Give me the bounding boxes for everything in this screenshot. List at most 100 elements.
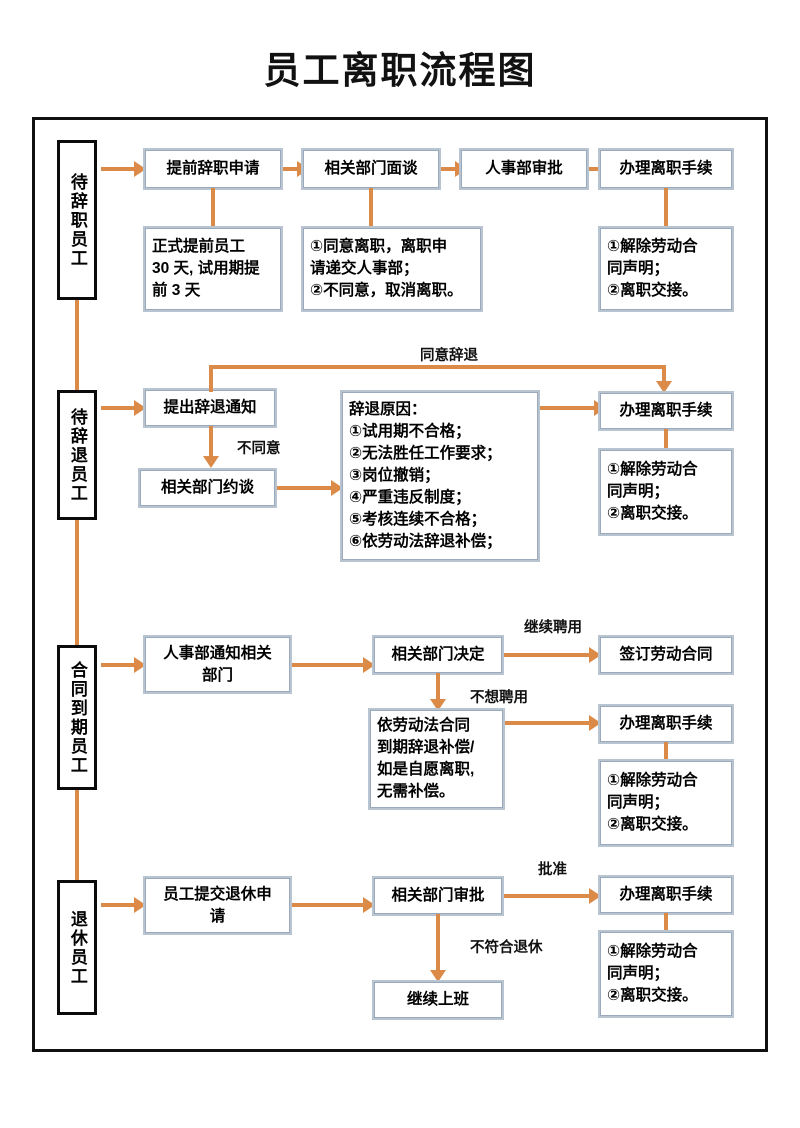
detail-offboarding-tasks-contract: ①解除劳动合 同声明； ②离职交接。 [600, 761, 732, 845]
detail-dismiss-reasons-text: 辞退原因： ①试用期不合格； ②无法胜任工作要求； ③岗位撤销； ④严重违反制度… [349, 401, 502, 550]
connector-contract-to-notify [101, 663, 137, 667]
detail-offboarding-tasks-dismiss: ①解除劳动合 同声明； ②离职交接。 [600, 450, 732, 534]
step-offboarding-contract[interactable]: 办理离职手续 [600, 706, 732, 742]
step-keep-working[interactable]: 继续上班 [374, 982, 502, 1018]
connector-disagree-down [209, 426, 213, 458]
edge-label-approved: 批准 [538, 862, 567, 878]
connector-dismiss-to-notice [101, 406, 137, 410]
connector-offboarding-to-detail-dismiss [664, 429, 668, 451]
connector-offboarding-to-detail-retire [664, 913, 668, 933]
arrowhead-agree-dismiss [656, 381, 672, 393]
step-hr-approval[interactable]: 人事部审批 [461, 150, 587, 188]
detail-offboarding-tasks-dismiss-text: ①解除劳动合 同声明； ②离职交接。 [607, 461, 698, 522]
connector-interview-to-hr [441, 167, 459, 171]
connector-agree-up [209, 365, 213, 392]
connector-retire-to-apply [101, 903, 137, 907]
detail-offboarding-tasks-retire: ①解除劳动合 同声明； ②离职交接。 [600, 932, 732, 1016]
detail-interview-result: ①同意离职，离职申 请递交人事部； ②不同意，取消离职。 [303, 228, 481, 310]
arrowhead-retire-to-apply [134, 897, 146, 913]
arrowhead-continue-hire [589, 647, 601, 663]
arrowhead-resign-to-apply [134, 161, 146, 177]
category-label-contract-expiry: 合同到期员工 [57, 645, 97, 790]
category-label-text: 合同到期员工 [67, 660, 87, 775]
step-offboarding-resign[interactable]: 办理离职手续 [600, 150, 732, 188]
step-hr-notify-label: 人事部通知相关 部门 [163, 644, 272, 684]
connector-reasons-to-offboarding [540, 406, 600, 410]
connector-agree-down [662, 365, 666, 385]
detail-compensation-text: 依劳动法合同 到期辞退补偿/ 如是自愿离职, 无需补偿。 [377, 717, 475, 800]
page-title: 员工离职流程图 [263, 50, 537, 91]
category-label-dismiss: 待辞退员工 [57, 390, 97, 520]
step-dismiss-notice[interactable]: 提出辞退通知 [145, 390, 275, 426]
detail-notice-period: 正式提前员工 30 天, 试用期提 前 3 天 [145, 228, 281, 310]
step-offboarding-retire[interactable]: 办理离职手续 [600, 877, 732, 913]
step-interview[interactable]: 相关部门面谈 [303, 150, 439, 188]
connector-resign-to-apply [101, 167, 137, 171]
step-apply-label: 提前辞职申请 [166, 160, 260, 177]
arrowhead-compensation-to-offboarding [589, 715, 601, 731]
detail-offboarding-tasks-contract-text: ①解除劳动合 同声明； ②离职交接。 [607, 772, 698, 833]
step-sign-contract[interactable]: 签订劳动合同 [600, 637, 732, 673]
detail-offboarding-tasks-resign: ①解除劳动合 同声明； ②离职交接。 [600, 228, 732, 310]
detail-offboarding-tasks-retire-text: ①解除劳动合 同声明； ②离职交接。 [607, 943, 698, 1004]
connector-compensation-to-offboarding [505, 721, 595, 725]
connector-notify-to-decision [292, 663, 368, 667]
arrowhead-contract-to-notify [134, 657, 146, 673]
edge-label-no-hire: 不想聘用 [470, 690, 528, 706]
detail-compensation: 依劳动法合同 到期辞退补偿/ 如是自愿离职, 无需补偿。 [370, 710, 503, 808]
connector-continue-hire [504, 653, 594, 657]
arrowhead-notify-to-decision [363, 657, 375, 673]
spine-segment-3 [75, 790, 79, 880]
connector-apply-to-detail [211, 188, 215, 230]
step-keep-working-label: 继续上班 [406, 991, 469, 1008]
spine-segment-2 [75, 520, 79, 645]
step-offboarding-dismiss-label: 办理离职手续 [619, 402, 713, 419]
connector-interview-to-detail [369, 188, 373, 230]
step-apply[interactable]: 提前辞职申请 [145, 150, 281, 188]
connector-not-eligible-down [436, 914, 440, 972]
detail-notice-period-text: 正式提前员工 30 天, 试用期提 前 3 天 [152, 238, 260, 299]
step-dept-decision-label: 相关部门决定 [391, 646, 485, 663]
step-sign-contract-label: 签订劳动合同 [619, 646, 713, 663]
detail-dismiss-reasons: 辞退原因： ①试用期不合格； ②无法胜任工作要求； ③岗位撤销； ④严重违反制度… [342, 392, 538, 560]
connector-no-hire-down [436, 673, 440, 701]
connector-talk-to-reasons [277, 486, 335, 490]
connector-apply-to-approval [292, 903, 368, 907]
edge-label-disagree: 不同意 [237, 441, 281, 457]
connector-offboarding-to-detail-contract [664, 742, 668, 762]
step-hr-approval-label: 人事部审批 [485, 160, 563, 177]
arrowhead-disagree [203, 456, 219, 468]
arrowhead-dismiss-to-notice [134, 400, 146, 416]
step-dept-talk-label: 相关部门约谈 [160, 479, 254, 496]
step-offboarding-resign-label: 办理离职手续 [619, 160, 713, 177]
connector-offboarding-to-detail [664, 188, 668, 230]
step-retire-apply[interactable]: 员工提交退休申 请 [145, 878, 290, 933]
step-dept-approval[interactable]: 相关部门审批 [374, 878, 502, 914]
category-label-text: 退休员工 [67, 909, 87, 986]
step-offboarding-retire-label: 办理离职手续 [619, 886, 713, 903]
connector-hr-to-offboarding [589, 167, 607, 171]
detail-offboarding-tasks-resign-text: ①解除劳动合 同声明； ②离职交接。 [607, 238, 698, 299]
connector-agree-across [209, 365, 666, 369]
arrowhead-apply-to-approval [363, 897, 375, 913]
step-offboarding-dismiss[interactable]: 办理离职手续 [600, 393, 732, 429]
edge-label-agree-dismiss: 同意辞退 [420, 348, 478, 364]
detail-interview-result-text: ①同意离职，离职申 请递交人事部； ②不同意，取消离职。 [310, 238, 463, 299]
step-dept-talk[interactable]: 相关部门约谈 [140, 470, 275, 506]
arrowhead-no-hire [430, 699, 446, 711]
step-retire-apply-label: 员工提交退休申 请 [163, 885, 272, 925]
connector-approved [504, 894, 594, 898]
step-dismiss-notice-label: 提出辞退通知 [163, 399, 257, 416]
arrowhead-approved [589, 888, 601, 904]
arrowhead-talk-to-reasons [331, 480, 343, 496]
category-label-retirement: 退休员工 [57, 880, 97, 1015]
step-offboarding-contract-label: 办理离职手续 [619, 715, 713, 732]
edge-label-not-eligible: 不符合退休 [470, 940, 543, 956]
step-hr-notify[interactable]: 人事部通知相关 部门 [145, 637, 290, 692]
connector-apply-to-interview [283, 167, 301, 171]
step-dept-approval-label: 相关部门审批 [391, 887, 485, 904]
category-label-resign: 待辞职员工 [57, 140, 97, 300]
step-dept-decision[interactable]: 相关部门决定 [374, 637, 502, 673]
category-label-text: 待辞职员工 [67, 172, 87, 268]
step-interview-label: 相关部门面谈 [324, 160, 418, 177]
